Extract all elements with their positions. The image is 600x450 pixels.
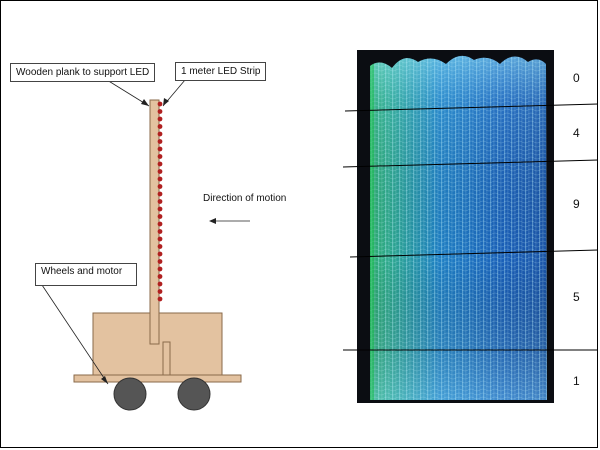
led-dot	[157, 131, 163, 137]
led-dot	[157, 281, 163, 287]
motor-shaft	[162, 341, 171, 376]
strip-leader-arrowhead	[163, 98, 169, 106]
led-dot	[157, 101, 163, 107]
led-glow-ripples	[370, 55, 547, 400]
section-number-1: 1	[573, 374, 580, 388]
led-dot	[157, 266, 163, 272]
led-dot	[157, 274, 163, 279]
led-dot	[157, 206, 163, 212]
section-divider-3	[349, 249, 599, 258]
led-dot	[157, 169, 163, 174]
light-painting-photo	[357, 50, 554, 403]
led-dot	[157, 124, 163, 129]
direction-label: Direction of motion	[203, 193, 287, 204]
led-dot	[157, 221, 163, 227]
led-dot	[157, 161, 163, 167]
section-divider-2	[342, 159, 599, 168]
cart-base-plank	[73, 374, 242, 383]
led-strip-label: 1 meter LED Strip	[175, 62, 267, 81]
led-dot	[157, 296, 163, 302]
led-dot	[157, 154, 163, 159]
led-dot	[157, 236, 163, 242]
section-number-5: 5	[573, 290, 580, 304]
section-divider-1	[344, 103, 599, 112]
section-number-9: 9	[573, 197, 580, 211]
led-dot	[157, 251, 163, 257]
wheels-leader-arrowhead	[101, 376, 108, 384]
led-dot	[157, 184, 163, 189]
wheels-motor-label: Wheels and motor	[35, 263, 137, 286]
led-glow-green-edge	[370, 55, 374, 400]
led-dot	[157, 139, 163, 144]
led-dot	[157, 244, 163, 249]
led-dot	[157, 191, 163, 197]
led-dot	[157, 176, 163, 182]
section-number-4: 4	[573, 126, 580, 140]
left-wheel	[113, 377, 147, 411]
led-dot	[157, 229, 163, 234]
led-cart	[73, 99, 242, 411]
led-dot	[157, 146, 163, 152]
led-dot	[157, 289, 163, 294]
led-dot	[157, 109, 163, 114]
led-strip	[157, 101, 163, 302]
wheels-leader-line	[37, 278, 109, 385]
led-dot	[157, 214, 163, 219]
right-wheel	[177, 377, 211, 411]
section-number-0: 0	[573, 71, 580, 85]
led-dot	[157, 199, 163, 204]
led-dot	[157, 116, 163, 122]
plank-leader-arrowhead	[141, 99, 149, 106]
wooden-plank	[149, 99, 160, 345]
wooden-plank-label: Wooden plank to support LED	[10, 63, 156, 82]
plank-leader-line	[106, 79, 150, 107]
led-dot	[157, 259, 163, 264]
direction-arrowhead	[209, 218, 216, 224]
